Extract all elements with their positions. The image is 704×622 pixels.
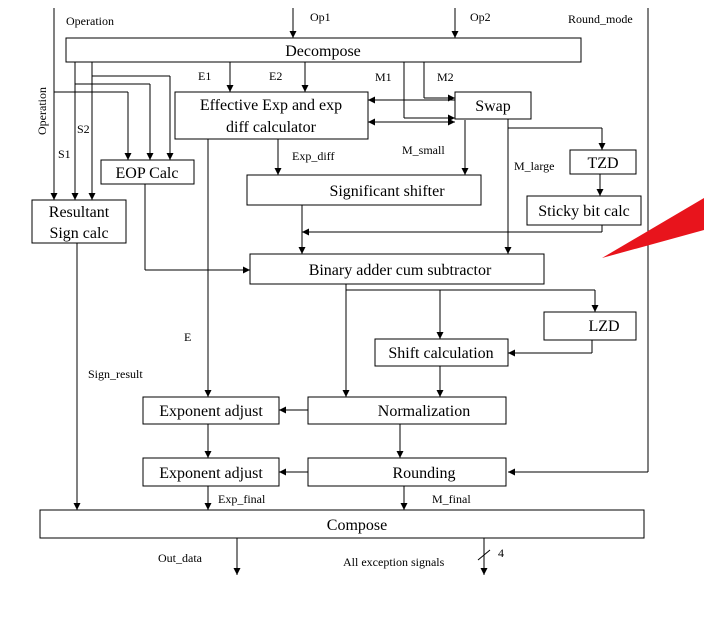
signal-labels: Operation Op1 Op2 Round_mode Operation E… [35, 10, 633, 569]
bus-width-label: 4 [498, 546, 504, 560]
red-triangle-decoration [602, 198, 704, 258]
rounding-block: Rounding [307, 457, 507, 487]
exponent-adjust-2-label: Exponent adjust [159, 465, 263, 482]
resultant-sign-label-line1: Resultant [49, 204, 110, 221]
compose-label: Compose [327, 517, 387, 534]
m2-label: M2 [437, 70, 454, 84]
binary-adder-label: Binary adder cum subtractor [309, 262, 492, 279]
connectors [50, 8, 649, 575]
normalization-block: Normalization [307, 396, 507, 425]
operation-top-label: Operation [66, 14, 114, 28]
exponent-adjust-1-block: Exponent adjust [142, 396, 280, 425]
lzd-block: LZD [543, 311, 637, 341]
m-large-label: M_large [514, 159, 554, 173]
rounding-label: Rounding [392, 465, 455, 482]
effective-exp-label-line2: diff calculator [226, 119, 317, 136]
significant-shifter-label: Significant shifter [329, 183, 445, 200]
eop-calc-block: EOP Calc [100, 159, 195, 185]
op1-label: Op1 [310, 10, 331, 24]
resultant-sign-label-line2: Sign calc [49, 225, 108, 242]
e2-label: E2 [269, 69, 282, 83]
exp-final-label: Exp_final [218, 492, 266, 506]
s2-label: S2 [77, 122, 90, 136]
effective-exp-block: Effective Exp and exp diff calculator [174, 91, 369, 140]
compose-block: Compose [39, 509, 645, 539]
m1-label: M1 [375, 70, 392, 84]
m-final-label: M_final [432, 492, 471, 506]
decompose-label: Decompose [285, 43, 361, 60]
effective-exp-label-line1: Effective Exp and exp [200, 97, 342, 114]
exponent-adjust-1-label: Exponent adjust [159, 403, 263, 420]
eop-calc-label: EOP Calc [116, 165, 179, 182]
swap-label: Swap [475, 98, 511, 115]
all-exception-label: All exception signals [343, 555, 445, 569]
m-small-label: M_small [402, 143, 445, 157]
shift-calculation-label: Shift calculation [388, 345, 493, 362]
out-data-label: Out_data [158, 551, 203, 565]
significant-shifter-block: Significant shifter [246, 174, 482, 206]
e-label: E [184, 330, 191, 344]
normalization-label: Normalization [378, 403, 470, 420]
resultant-sign-block: Resultant Sign calc [31, 199, 127, 244]
lzd-label: LZD [588, 318, 619, 335]
exp-diff-label: Exp_diff [292, 149, 334, 163]
binary-adder-block: Binary adder cum subtractor [249, 253, 545, 285]
tzd-block: TZD [569, 149, 637, 175]
shift-calculation-block: Shift calculation [374, 338, 509, 367]
decompose-block: Decompose [65, 37, 582, 63]
swap-block: Swap [454, 91, 532, 120]
e1-label: E1 [198, 69, 211, 83]
op2-label: Op2 [470, 10, 491, 24]
operation-side-label: Operation [35, 87, 49, 135]
tzd-label: TZD [587, 155, 618, 172]
sticky-bit-label: Sticky bit calc [538, 203, 630, 220]
s1-label: S1 [58, 147, 71, 161]
sticky-bit-block: Sticky bit calc [526, 195, 642, 226]
sign-result-label: Sign_result [88, 367, 143, 381]
exponent-adjust-2-block: Exponent adjust [142, 457, 280, 487]
round-mode-label: Round_mode [568, 12, 633, 26]
